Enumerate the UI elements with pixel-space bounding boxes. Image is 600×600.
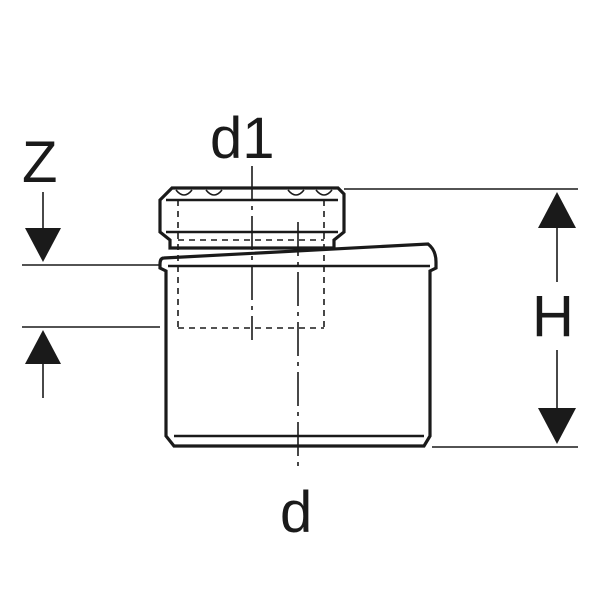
axis-lines (251, 166, 299, 468)
z-up-arrow-icon (25, 330, 61, 364)
fitting-body (158, 242, 438, 448)
z-down-arrow-icon (25, 228, 61, 262)
ring-tooth-right (315, 189, 333, 196)
ring-outline (158, 186, 346, 250)
inner-bore-hidden-lines (177, 200, 325, 329)
h-dimension (344, 188, 578, 448)
body-outline (158, 242, 438, 448)
h-label: H (532, 284, 574, 349)
h-down-arrow-icon (538, 408, 576, 444)
d1-label: d1 (210, 106, 275, 171)
ring-tooth-left (175, 189, 193, 196)
z-dimension (22, 192, 160, 398)
h-up-arrow-icon (538, 192, 576, 228)
ring-tooth-mid-right (287, 189, 305, 196)
z-label: Z (22, 130, 57, 195)
d-label: d (280, 480, 312, 545)
ring-tooth-mid-left (205, 189, 223, 196)
